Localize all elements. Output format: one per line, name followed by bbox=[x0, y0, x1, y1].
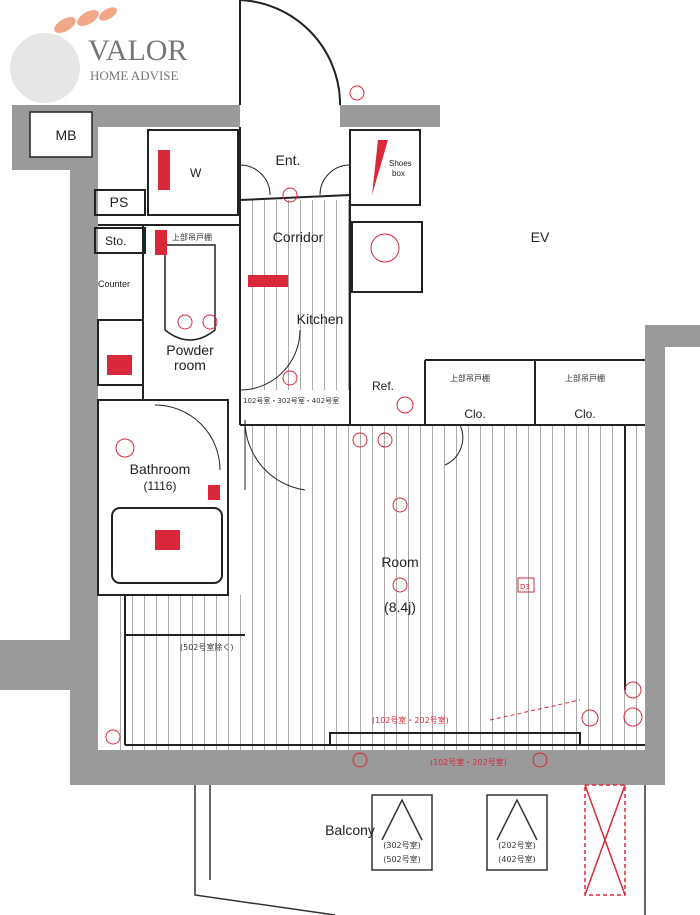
label-powder-2: room bbox=[174, 357, 206, 373]
label-ev: EV bbox=[531, 229, 550, 245]
note-units-102-202-b: (102号室・202号室) bbox=[430, 757, 507, 767]
water-heater-icon bbox=[158, 150, 170, 190]
note-balcony-b1: (202号室) bbox=[498, 840, 536, 850]
label-ent: Ent. bbox=[276, 152, 301, 168]
note-balcony-a2: (502号室) bbox=[383, 854, 421, 864]
label-sto: Sto. bbox=[105, 234, 126, 248]
label-balcony: Balcony bbox=[325, 822, 375, 838]
label-room-size: (8.4j) bbox=[384, 599, 416, 615]
mb-box bbox=[29, 111, 93, 158]
label-clo-2: Clo. bbox=[574, 407, 595, 421]
note-upper-shelf-1: 上部吊戸棚 bbox=[450, 373, 490, 383]
equipment-markers bbox=[105, 85, 643, 768]
note-upper-cabinet-sto: 上部吊戸棚 bbox=[172, 232, 212, 242]
note-excl-502: (502号室除く) bbox=[180, 642, 234, 652]
logo-circle-icon bbox=[10, 33, 80, 103]
logo-name: VALOR bbox=[88, 34, 187, 67]
label-shoes-box-2: box bbox=[392, 169, 405, 178]
note-d3: D3 bbox=[520, 583, 530, 591]
label-bathroom-size: (1116) bbox=[144, 479, 177, 493]
label-clo-1: Clo. bbox=[464, 407, 485, 421]
label-powder-1: Powder bbox=[166, 342, 214, 358]
room-floor bbox=[245, 425, 645, 750]
label-corridor: Corridor bbox=[273, 229, 324, 245]
interior-walls bbox=[94, 0, 645, 746]
note-balcony-a1: (302号室) bbox=[383, 840, 421, 850]
note-balcony-b2: (402号室) bbox=[498, 854, 536, 864]
label-room: Room bbox=[381, 554, 418, 570]
label-ref: Ref. bbox=[372, 379, 394, 393]
label-bathroom: Bathroom bbox=[130, 461, 191, 477]
label-kitchen: Kitchen bbox=[297, 311, 344, 327]
label-mb: MB bbox=[56, 127, 77, 143]
note-kitchen-units: 102号室・302号室・402号室 bbox=[243, 396, 339, 405]
panel-icon bbox=[248, 275, 288, 287]
note-units-102-202-a: (102号室・202号室) bbox=[372, 715, 449, 725]
corridor-floor bbox=[240, 200, 350, 390]
logo-tagline: HOME ADVISE bbox=[90, 68, 179, 83]
label-counter: Counter bbox=[98, 279, 130, 289]
balcony-outline bbox=[194, 784, 646, 915]
valor-logo: VALOR HOME ADVISE bbox=[10, 7, 187, 103]
label-w: W bbox=[190, 166, 202, 180]
note-upper-shelf-2: 上部吊戸棚 bbox=[565, 373, 605, 383]
label-shoes-box-1: Shoes bbox=[389, 159, 412, 168]
bath-control-icon bbox=[155, 530, 180, 550]
label-ps: PS bbox=[110, 194, 129, 210]
